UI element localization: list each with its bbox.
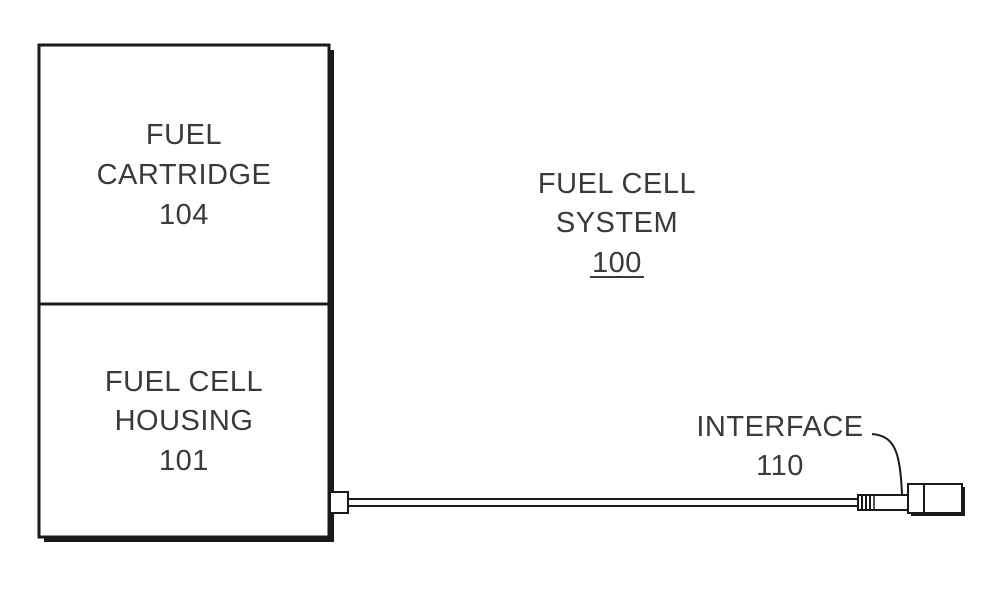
interface-label: INTERFACE bbox=[696, 411, 863, 443]
fuel-cartridge-label-line1: FUEL bbox=[146, 119, 222, 151]
fuel-cell-housing-label-line1: FUEL CELL bbox=[105, 366, 263, 398]
interface-leader-line bbox=[871, 433, 903, 495]
fuel-cell-housing-ref: 101 bbox=[159, 445, 209, 477]
fuel-cell-housing-label-line2: HOUSING bbox=[115, 405, 254, 437]
cable-stub bbox=[329, 491, 349, 514]
system-label-line1: FUEL CELL bbox=[538, 168, 696, 200]
unit-body bbox=[37, 43, 331, 539]
fuel-cartridge-label-line2: CARTRIDGE bbox=[97, 159, 272, 191]
system-ref: 100 bbox=[592, 247, 642, 279]
fuel-cell-system: FUEL CELL SYSTEM 100 bbox=[538, 168, 696, 279]
fuel-cartridge: FUEL CARTRIDGE 104 bbox=[97, 119, 272, 231]
interface-connector bbox=[907, 483, 963, 514]
system-label-line2: SYSTEM bbox=[556, 207, 678, 239]
interface-cable bbox=[329, 483, 965, 516]
interface-ref: 110 bbox=[756, 450, 804, 482]
fuel-cartridge-ref: 104 bbox=[159, 199, 209, 231]
fuel-cell-housing: FUEL CELL HOUSING 101 bbox=[105, 366, 263, 477]
interface-label-group: INTERFACE 110 bbox=[696, 411, 903, 495]
fuel-cell-unit bbox=[37, 43, 334, 542]
